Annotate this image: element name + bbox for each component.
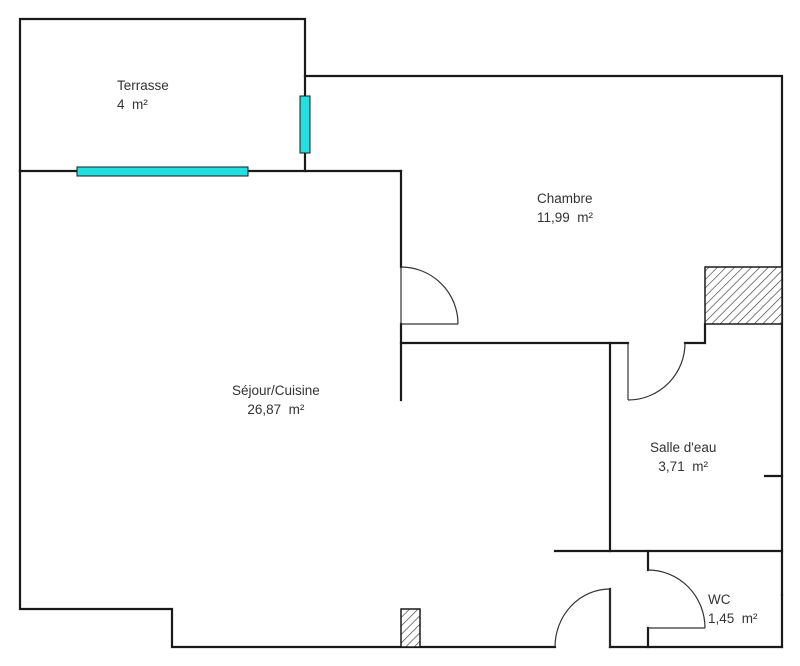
windows <box>76 95 311 177</box>
room-area: 4 m² <box>117 97 148 112</box>
door-chambre-salle-eau <box>627 342 686 401</box>
room-name: Terrasse <box>117 78 169 93</box>
hatched-elements <box>400 266 783 648</box>
room-name: Séjour/Cuisine <box>232 383 320 398</box>
room-area: 3,71 m² <box>658 459 708 474</box>
pillar-sejour <box>400 608 421 648</box>
room-area: 11,99 m² <box>537 210 594 225</box>
room-name: WC <box>708 592 731 607</box>
door-entrance <box>554 588 611 648</box>
room-label-wc: WC 1,45 m² <box>708 590 758 628</box>
duct-chambre <box>704 266 783 325</box>
room-label-chambre: Chambre 11,99 m² <box>537 189 593 227</box>
room-name: Salle d'eau <box>650 440 717 455</box>
door-wc <box>647 569 706 629</box>
room-area: 1,45 m² <box>708 611 758 626</box>
room-name: Chambre <box>537 191 593 206</box>
window-terrasse-south <box>76 166 249 177</box>
room-label-salle-eau: Salle d'eau 3,71 m² <box>650 438 716 476</box>
window-terrasse-east <box>299 95 311 154</box>
room-area: 26,87 m² <box>247 402 305 417</box>
doors <box>400 266 706 648</box>
room-label-sejour: Séjour/Cuisine 26,87 m² <box>232 381 320 419</box>
door-sejour-chambre <box>400 266 459 325</box>
room-label-terrasse: Terrasse 4 m² <box>117 76 169 114</box>
